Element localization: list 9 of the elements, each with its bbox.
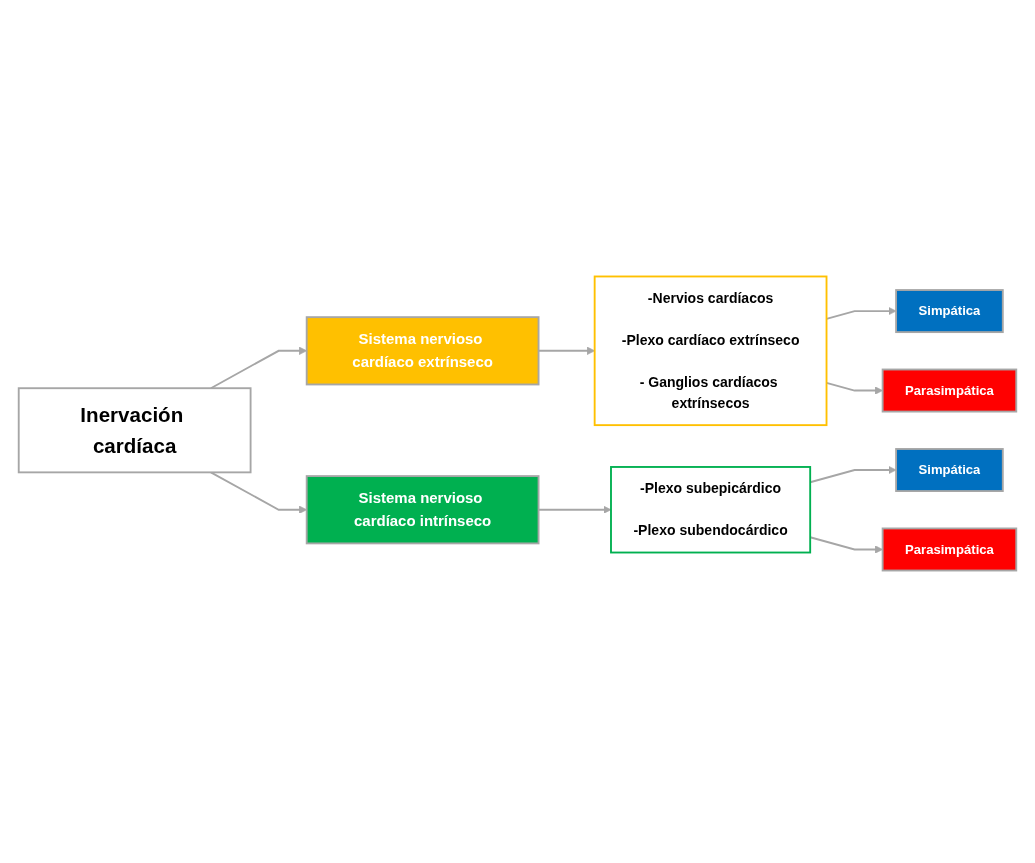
node-box: -Plexo subepicárdico -Plexo subendocárdico: [610, 466, 812, 554]
node-box: -Nervios cardíacos -Plexo cardíaco extrínseco - Ganglios cardíacos extrínsecos: [593, 275, 828, 427]
node-box: Parasimpática: [881, 527, 1018, 572]
node-box: Simpática: [895, 289, 1004, 334]
node-box: Simpática: [895, 448, 1004, 492]
node-box: Sistema nervioso cardíaco intrínseco: [305, 475, 540, 545]
node-box: Sistema nervioso cardíaco extrínseco: [305, 316, 540, 386]
node-box: Parasimpática: [881, 368, 1018, 413]
node-box: Inervación cardíaca: [17, 387, 252, 474]
